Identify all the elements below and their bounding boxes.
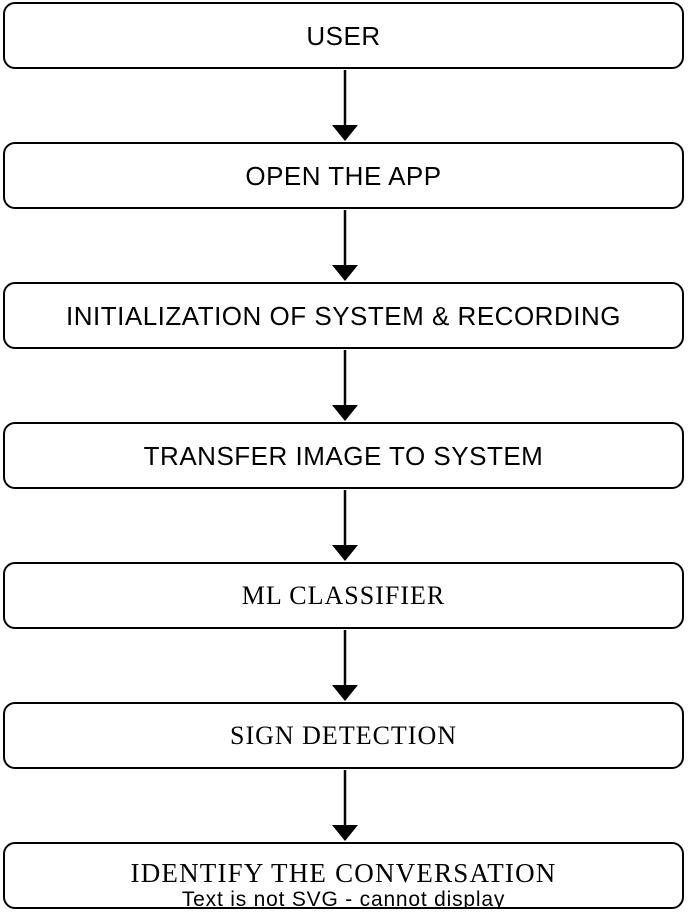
svg-fallback-note: Text is not SVG - cannot display	[181, 888, 506, 909]
step-transfer-image-box: TRANSFER IMAGE TO SYSTEM	[3, 422, 684, 489]
arrow-classifier-to-sign-detection	[332, 630, 358, 701]
arrow-transfer-to-classifier	[332, 490, 358, 561]
arrow-sign-detection-to-identify	[332, 770, 358, 841]
step-initialization-label: INITIALIZATION OF SYSTEM & RECORDING	[66, 300, 621, 331]
step-ml-classifier-label: ML CLASSIFIER	[241, 580, 446, 610]
arrow-user-to-open-app	[332, 70, 358, 141]
arrow-initialization-to-transfer	[332, 350, 358, 421]
step-identify-conversation-box: IDENTIFY THE CONVERSATION Text is not SV…	[3, 842, 684, 909]
step-sign-detection-label: SIGN DETECTION	[229, 720, 458, 750]
step-open-app-label: OPEN THE APP	[245, 160, 442, 191]
step-initialization-box: INITIALIZATION OF SYSTEM & RECORDING	[3, 282, 684, 349]
step-open-app-box: OPEN THE APP	[3, 142, 684, 209]
step-ml-classifier-box: ML CLASSIFIER	[3, 562, 684, 629]
step-user-label: USER	[306, 20, 381, 51]
step-transfer-image-label: TRANSFER IMAGE TO SYSTEM	[143, 440, 544, 471]
arrow-open-app-to-initialization	[332, 210, 358, 281]
step-user-box: USER	[3, 2, 684, 69]
step-sign-detection-box: SIGN DETECTION	[3, 702, 684, 769]
step-identify-conversation-label: IDENTIFY THE CONVERSATION	[130, 858, 557, 888]
